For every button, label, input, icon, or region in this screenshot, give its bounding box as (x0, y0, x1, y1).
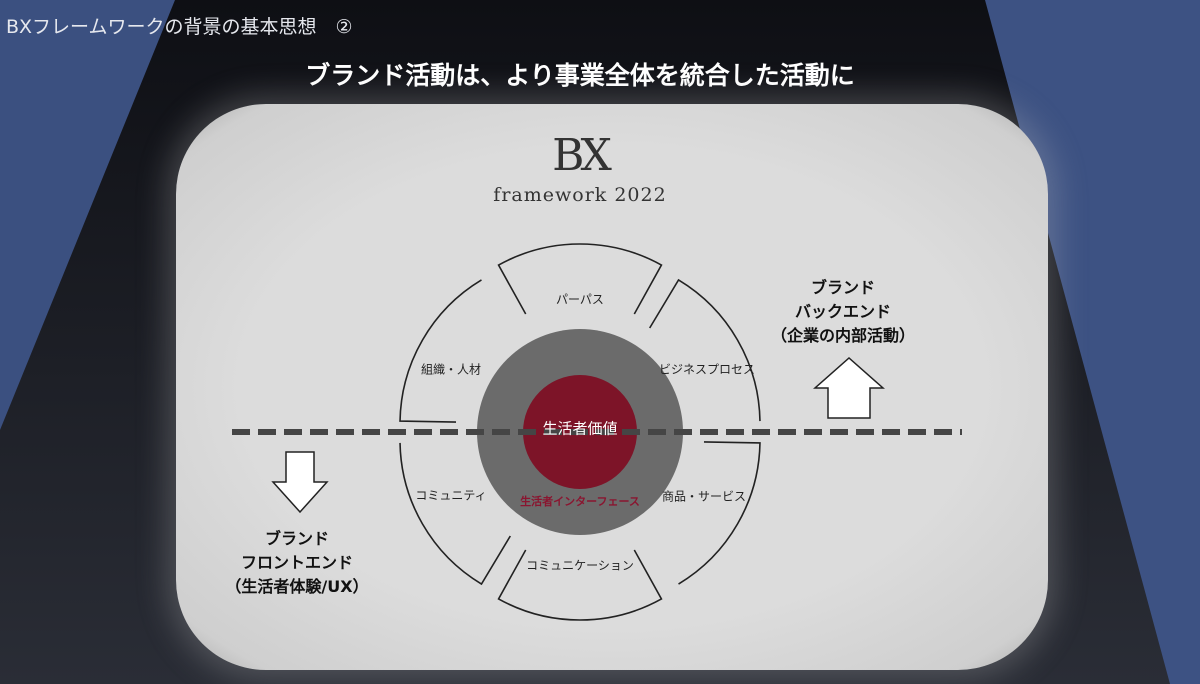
interface-label: 生活者インターフェース (520, 495, 640, 508)
backend-label: ブランド バックエンド （企業の内部活動） (771, 276, 915, 348)
ring-segment-outline (497, 243, 663, 315)
arrow-up-icon (813, 356, 885, 419)
logo-subtitle: framework 2022 (493, 184, 667, 206)
ring-segment-outline (678, 441, 761, 585)
ring-segment-outline (399, 442, 512, 586)
backend-line1: ブランド (810, 278, 876, 297)
ring-segment-outline (497, 549, 663, 621)
ring-segment-outline (399, 279, 482, 423)
segment-products-services: 商品・サービス (661, 489, 747, 504)
bx-logo: BX framework 2022 (470, 130, 690, 207)
backend-line3: （企業の内部活動） (770, 326, 916, 345)
frontend-line2: フロントエンド (240, 553, 353, 572)
segment-organization: 組織・人材 (420, 362, 482, 377)
segment-communication: コミュニケーション (526, 558, 634, 573)
segment-purpose: パーパス (556, 292, 604, 307)
segment-business-process: ビジネスプロセス (658, 362, 756, 377)
frontend-line1: ブランド (264, 529, 329, 548)
logo-mark: BX (552, 130, 612, 181)
frontend-label: ブランド フロントエンド （生活者体験/UX） (225, 527, 368, 599)
ring-segment-outline (648, 278, 761, 422)
backend-line2: バックエンド (794, 302, 892, 321)
arrow-down-icon (271, 451, 329, 514)
segment-community: コミュニティ (415, 488, 487, 503)
frontend-line3: （生活者体験/UX） (225, 577, 369, 596)
core-label: 生活者価値 (542, 419, 618, 438)
headline: ブランド活動は、より事業全体を統合した活動に (305, 61, 855, 90)
slide-title: BXフレームワークの背景の基本思想 ② (6, 16, 353, 38)
